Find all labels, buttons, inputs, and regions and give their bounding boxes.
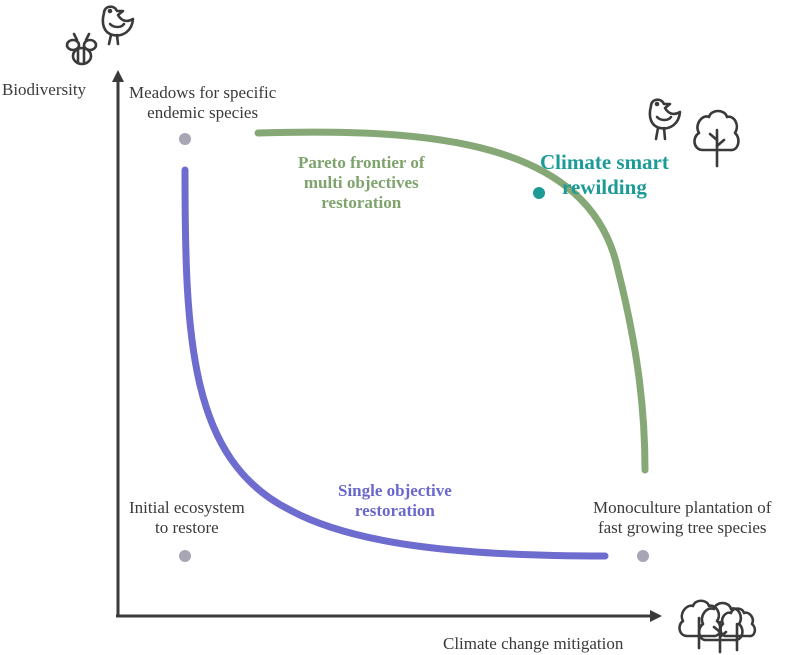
meadows-point bbox=[179, 133, 191, 145]
bird-icon bbox=[101, 5, 135, 46]
meadows-label: Meadows for specific endemic species bbox=[129, 83, 276, 123]
monoculture-label-line: Monoculture plantation of bbox=[593, 498, 772, 517]
monoculture-point bbox=[637, 550, 649, 562]
pareto-frontier-label-line: restoration bbox=[321, 193, 402, 212]
initial-ecosystem-label: Initial ecosystem to restore bbox=[129, 498, 245, 538]
y-axis-label: Biodiversity bbox=[2, 80, 86, 100]
meadows-label-line: endemic species bbox=[147, 103, 259, 122]
bird-icon bbox=[648, 98, 682, 141]
initial-ecosystem-label-line: Initial ecosystem bbox=[129, 498, 245, 517]
pareto-frontier-curve bbox=[254, 128, 649, 474]
climate-smart-rewilding-label-line: Climate smart bbox=[540, 150, 669, 174]
monoculture-label: Monoculture plantation of fast growing t… bbox=[593, 498, 771, 538]
single-objective-curve bbox=[181, 166, 609, 560]
initial-ecosystem-label-line: to restore bbox=[154, 518, 219, 537]
pareto-frontier-label-line: Pareto frontier of bbox=[298, 153, 425, 172]
pareto-frontier-label-line: multi objectives bbox=[303, 173, 419, 192]
initial-ecosystem-point bbox=[179, 550, 191, 562]
pareto-frontier-label: Pareto frontier of multi objectives rest… bbox=[298, 153, 425, 213]
bee-icon bbox=[65, 32, 98, 66]
single-objective-label-line: Single objective bbox=[338, 481, 452, 500]
climate-smart-rewilding-label-line: rewilding bbox=[562, 175, 647, 199]
tree-icon bbox=[693, 109, 740, 168]
x-axis-label-text: Climate change mitigation bbox=[443, 634, 624, 653]
climate-smart-rewilding-label: Climate smart rewilding bbox=[540, 150, 669, 200]
meadows-label-line: Meadows for specific bbox=[129, 83, 277, 102]
x-axis-label: Climate change mitigation bbox=[443, 634, 623, 654]
y-axis-label-text: Biodiversity bbox=[2, 80, 87, 99]
forest-icon bbox=[678, 599, 757, 654]
single-objective-label-line: restoration bbox=[354, 501, 435, 520]
monoculture-label-line: fast growing tree species bbox=[597, 518, 767, 537]
climate-smart-rewilding-point bbox=[530, 184, 548, 202]
single-objective-label: Single objective restoration bbox=[338, 481, 452, 521]
